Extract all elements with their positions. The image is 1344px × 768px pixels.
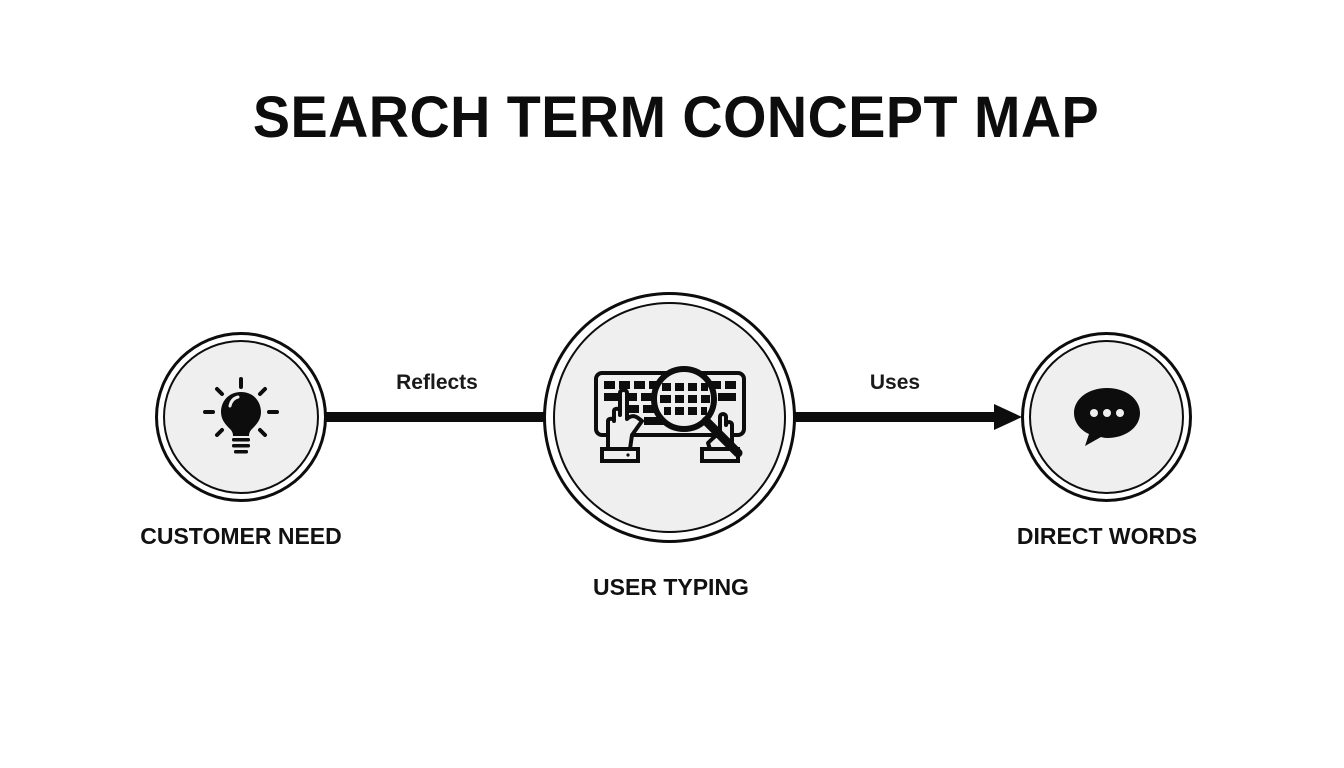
node-customer-need-inner — [163, 340, 319, 494]
arrowhead-icon — [994, 402, 1024, 432]
edge-uses-line — [792, 412, 998, 422]
node-label-direct-words: DIRECT WORDS — [1016, 523, 1198, 549]
node-user-typing-inner — [553, 302, 786, 533]
speech-bubble-icon — [1071, 384, 1143, 450]
node-customer-need — [155, 332, 327, 502]
lightbulb-icon — [200, 376, 282, 458]
node-user-typing — [543, 292, 796, 543]
keyboard-search-icon — [588, 363, 752, 473]
edge-reflects-line — [322, 412, 548, 422]
diagram-title: SEARCH TERM CONCEPT MAP — [252, 85, 1100, 150]
node-label-customer-need: CUSTOMER NEED — [140, 523, 342, 549]
edge-label-reflects: Reflects — [396, 371, 478, 394]
node-direct-words — [1021, 332, 1192, 502]
node-label-user-typing: USER TYPING — [593, 574, 749, 600]
node-direct-words-inner — [1029, 340, 1184, 494]
edge-label-uses: Uses — [869, 371, 921, 394]
